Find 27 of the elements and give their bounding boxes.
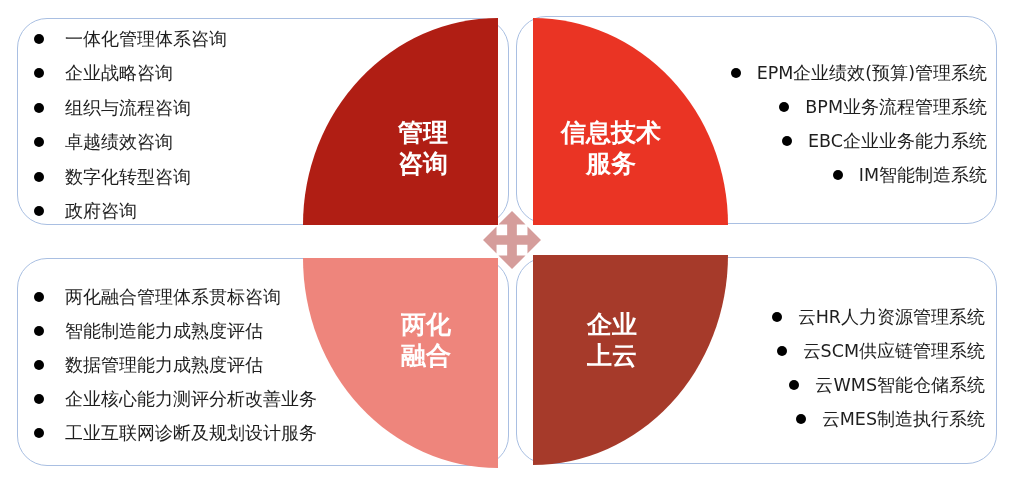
list-item-text: 一体化管理体系咨询 bbox=[65, 28, 227, 51]
list-card bbox=[516, 257, 997, 464]
list-item-text: 组织与流程咨询 bbox=[65, 96, 191, 120]
list-item-text: 云WMS智能仓储系统 bbox=[815, 374, 985, 397]
list-item-text: EPM企业绩效(预算)管理系统 bbox=[756, 62, 987, 85]
list-card bbox=[17, 18, 509, 225]
list-item-text: 政府咨询 bbox=[65, 199, 137, 223]
list-item-text: 企业战略咨询 bbox=[65, 62, 173, 86]
section-title: 企业上云 bbox=[585, 308, 638, 371]
list-item-text: IM智能制造系统 bbox=[858, 164, 987, 187]
list-item-text: 云SCM供应链管理系统 bbox=[802, 340, 985, 363]
list-item-text: 企业核心能力测评分析改善业务 bbox=[65, 388, 317, 411]
list-item-text: 数据管理能力成熟度评估 bbox=[65, 354, 263, 377]
list-item-text: 云MES制造执行系统 bbox=[821, 408, 985, 431]
section-title: 两化融合 bbox=[399, 308, 452, 371]
list-item-text: 云HR人力资源管理系统 bbox=[797, 306, 985, 329]
list-item-text: 两化融合管理体系贯标咨询 bbox=[65, 286, 281, 309]
list-item-text: 卓越绩效咨询 bbox=[65, 131, 173, 155]
list-item-text: 数字化转型咨询 bbox=[65, 165, 191, 189]
list-card bbox=[516, 16, 997, 224]
list-item-text: EBC企业业务能力系统 bbox=[808, 130, 987, 153]
list-item-text: 智能制造能力成熟度评估 bbox=[65, 320, 263, 343]
list-card bbox=[17, 258, 509, 466]
section-title: 管理咨询 bbox=[396, 116, 449, 179]
list-item-text: BPM业务流程管理系统 bbox=[805, 96, 987, 119]
list-item-text: 工业互联网诊断及规划设计服务 bbox=[65, 422, 317, 445]
section-title: 信息技术服务 bbox=[559, 116, 662, 179]
